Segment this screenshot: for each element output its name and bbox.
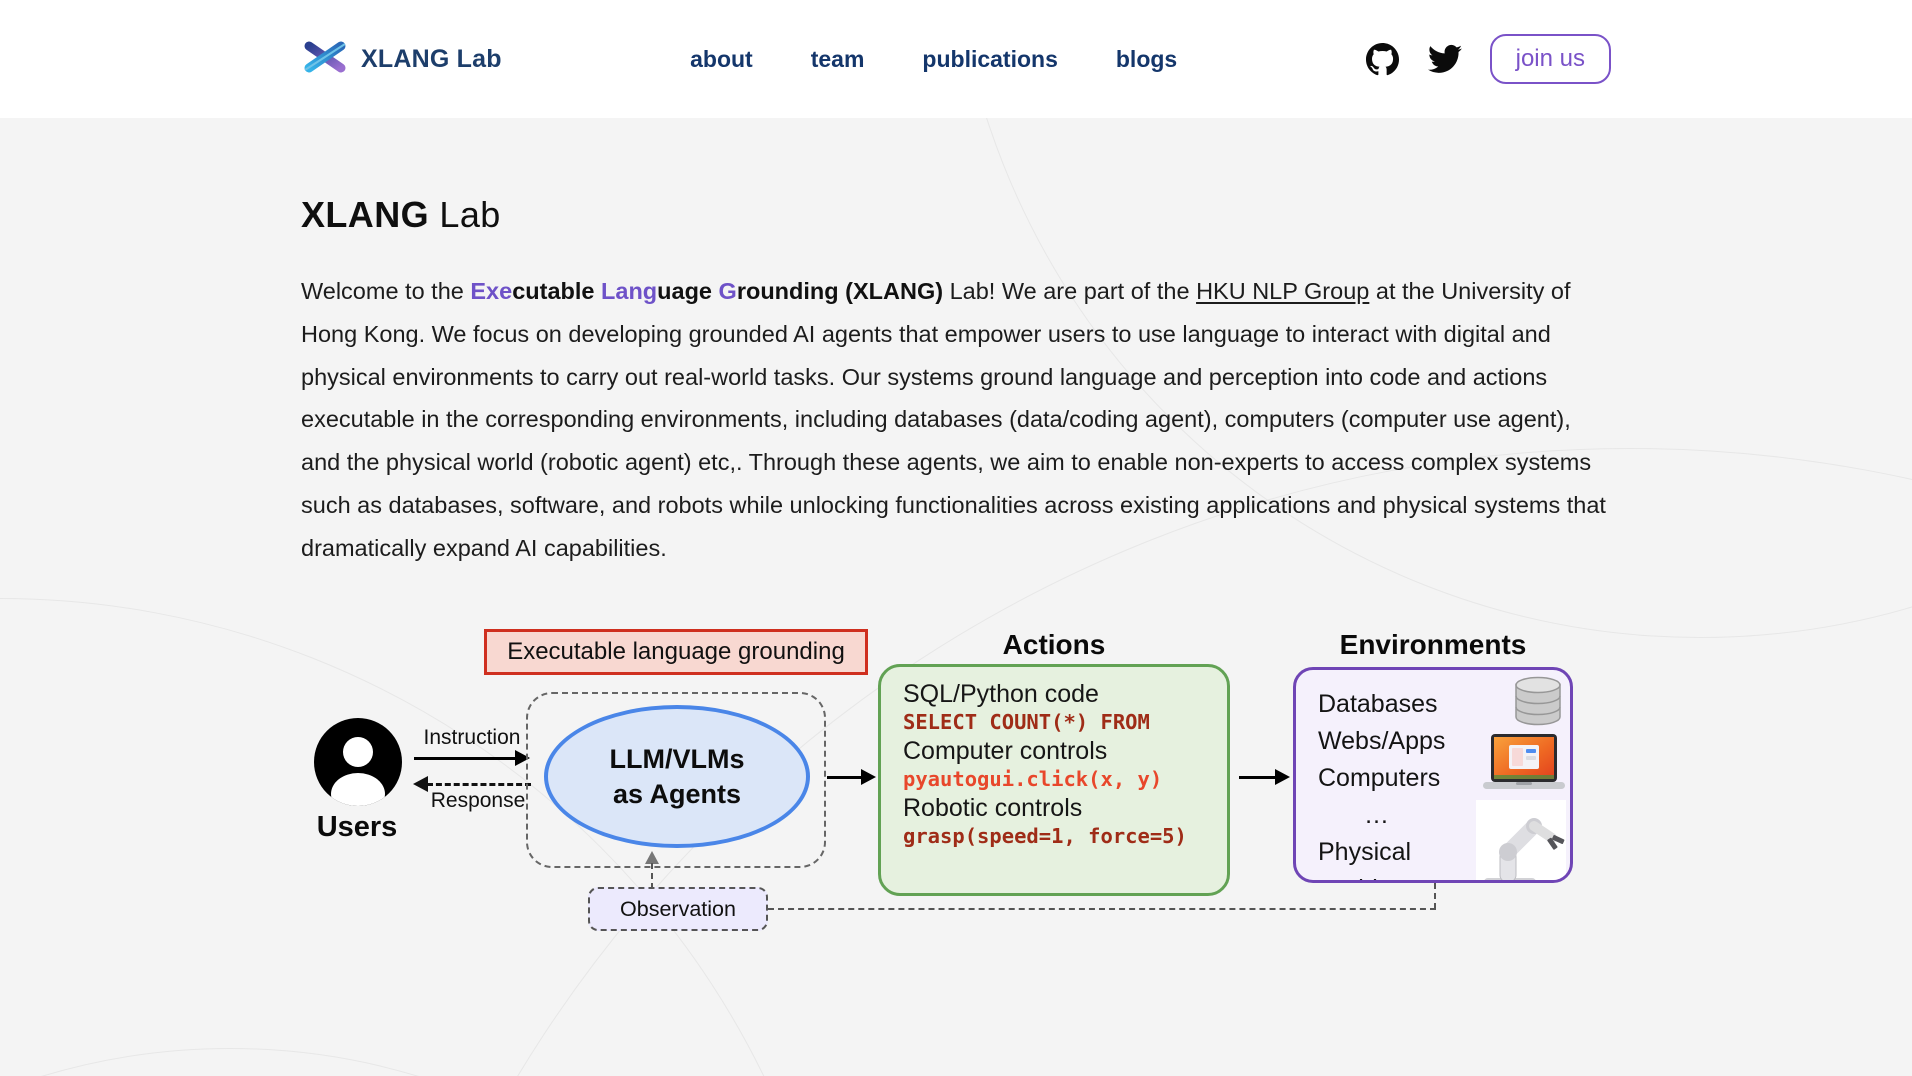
twitter-icon[interactable] xyxy=(1427,42,1462,76)
response-arrow-line xyxy=(427,783,531,787)
intro-paragraph: Welcome to the Executable Language Groun… xyxy=(301,270,1611,569)
env-item: Databases xyxy=(1318,690,1438,719)
environments-list: Databases Webs/Apps Computers … Physical… xyxy=(1296,670,1474,880)
actions-to-env-arrowhead xyxy=(1275,769,1290,786)
intro-bold: uage xyxy=(657,278,719,304)
page-title: XLANG Lab xyxy=(301,194,1611,236)
site-header: XLANG Lab about team publications blogs … xyxy=(0,0,1912,118)
instruction-label: Instruction xyxy=(423,726,521,750)
observation-box: Observation xyxy=(588,887,768,932)
actions-box: SQL/Python code SELECT COUNT(*) FROM Com… xyxy=(878,664,1230,897)
response-label: Response xyxy=(430,789,526,813)
agent-line1: LLM/VLMs xyxy=(609,743,745,774)
instruction-arrow-line xyxy=(414,757,517,761)
actions-to-env-arrow-line xyxy=(1239,776,1277,780)
page-title-rest: Lab xyxy=(429,194,501,235)
observation-label: Observation xyxy=(620,896,736,921)
github-icon[interactable] xyxy=(1366,42,1400,76)
action-label: Computer controls xyxy=(903,737,1108,766)
agent-line2: as Agents xyxy=(612,778,742,809)
agent-to-actions-arrow-line xyxy=(827,776,863,780)
action-code: pyautogui.click(x, y) xyxy=(903,767,1163,792)
intro-bold: rounding (XLANG) xyxy=(736,278,944,304)
decorative-curve xyxy=(0,1048,880,1076)
agents-overview-diagram: Executable language grounding Users Inst… xyxy=(301,629,1573,959)
environments-box: Databases Webs/Apps Computers … Physical… xyxy=(1293,667,1573,884)
nav-blogs[interactable]: blogs xyxy=(1115,45,1178,72)
main-nav: about team publications blogs xyxy=(502,46,1366,73)
intro-text: at the University of Hong Kong. We focus… xyxy=(301,278,1606,561)
brand-logo-link[interactable]: XLANG Lab xyxy=(301,39,502,80)
intro-bold: cutable xyxy=(512,278,602,304)
env-item: … xyxy=(1364,801,1391,830)
intro-highlight: G xyxy=(718,278,737,304)
robot-arm-icon xyxy=(1476,800,1566,881)
action-label: SQL/Python code xyxy=(903,680,1099,709)
observation-arrow-line xyxy=(651,863,653,890)
page-title-bold: XLANG xyxy=(301,194,429,235)
env-item: Webs/Apps xyxy=(1318,727,1446,756)
env-item: Physical world xyxy=(1318,838,1412,880)
observation-arrowhead xyxy=(645,851,659,865)
nav-team[interactable]: team xyxy=(810,45,865,72)
laptop-icon xyxy=(1482,733,1566,798)
users-label: Users xyxy=(316,811,398,844)
env-item: Computers xyxy=(1318,764,1441,793)
agent-ellipse: LLM/VLMs as Agents xyxy=(544,705,810,849)
environments-title: Environments xyxy=(1339,629,1527,661)
nav-about[interactable]: about xyxy=(690,45,753,72)
xlang-logo-icon xyxy=(301,39,349,80)
hku-nlp-group-link[interactable]: HKU NLP Group xyxy=(1196,278,1370,304)
nav-publications[interactable]: publications xyxy=(922,45,1058,72)
response-arrowhead xyxy=(413,776,428,793)
grounding-label-box: Executable language grounding xyxy=(484,629,868,676)
action-label: Robotic controls xyxy=(903,794,1083,823)
env-to-observation-line xyxy=(768,908,1436,911)
intro-highlight: Lang xyxy=(601,278,658,304)
intro-highlight: Exe xyxy=(470,278,513,304)
env-to-observation-line-vertical xyxy=(1434,883,1436,910)
grounding-label: Executable language grounding xyxy=(507,638,845,666)
action-code: SELECT COUNT(*) FROM xyxy=(903,710,1150,735)
user-avatar-icon xyxy=(313,717,403,812)
actions-title: Actions xyxy=(1002,629,1106,661)
database-icon xyxy=(1510,676,1566,731)
agent-to-actions-arrowhead xyxy=(861,769,876,786)
intro-text: Lab! We are part of the xyxy=(943,278,1197,304)
intro-text: Welcome to the xyxy=(301,278,471,304)
brand-name: XLANG Lab xyxy=(361,44,502,73)
agent-dashed-frame xyxy=(526,692,826,869)
join-us-button[interactable]: join us xyxy=(1489,34,1611,84)
main-section: XLANG Lab Welcome to the Executable Lang… xyxy=(0,118,1912,1076)
action-code: grasp(speed=1, force=5) xyxy=(903,824,1187,849)
